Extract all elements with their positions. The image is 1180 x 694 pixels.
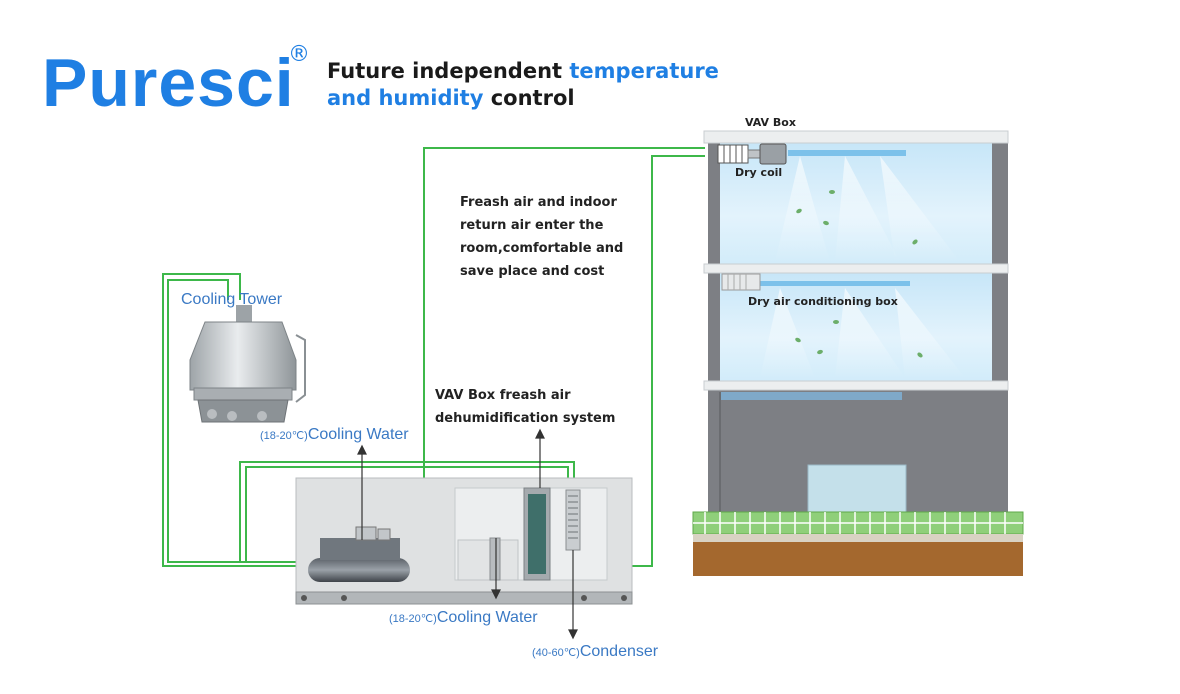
chiller-control-box — [355, 526, 377, 541]
cooling-water-top-label: (18-20℃)Cooling Water — [260, 426, 409, 444]
cooling-water-top-range: (18-20℃) — [260, 430, 308, 442]
fresh-air-note: Freash air and indoor return air enter t… — [460, 191, 690, 283]
ahu-fan-section — [457, 539, 519, 581]
air-beam-icon — [760, 288, 815, 378]
chiller-compressor — [320, 538, 400, 560]
air-beam-icon — [775, 156, 830, 262]
leaf-icons — [795, 190, 923, 358]
air-beam-icon — [835, 288, 905, 378]
fresh-air-note-line: return air enter the — [460, 218, 604, 233]
cooling-tower-label: Cooling Tower — [181, 291, 283, 308]
dry-air-box-unit — [721, 273, 761, 291]
fence-posts — [693, 512, 1023, 534]
tower-basin — [193, 387, 293, 401]
pipe-return-vav — [628, 155, 705, 567]
cooling-water-bottom-label: (18-20℃)Cooling Water — [389, 609, 538, 627]
dry-coil-label: Dry coil — [735, 166, 783, 179]
cooling-water-bottom-range: (18-20℃) — [389, 613, 437, 625]
dry-air-box-label: Dry air conditioning box — [748, 295, 898, 308]
vav-box-label: VAV Box — [745, 116, 796, 129]
headline-line-1: Future independent temperature — [327, 58, 719, 85]
unit-base — [295, 591, 633, 605]
duct-floor-1 — [788, 150, 906, 156]
air-beam-icon — [880, 156, 960, 262]
ahu-coil-glass — [528, 494, 546, 574]
headline-line-1-dark: Future independent — [327, 59, 563, 83]
arrow-head-down-icon — [568, 629, 578, 640]
fresh-air-note-line: Freash air and indoor — [460, 195, 617, 210]
ground-path — [693, 534, 1023, 542]
roof-slab — [703, 130, 1009, 144]
headline-line-2-dark: control — [490, 86, 575, 110]
floor-slab-2 — [703, 263, 1009, 274]
headline-line-1-blue: temperature — [569, 59, 719, 83]
building — [692, 130, 1024, 576]
cooling-tower — [189, 305, 306, 423]
system-note-line: dehumidification system — [435, 411, 616, 426]
arrow-head-up-icon — [357, 444, 367, 455]
arrow-head-up-icon — [535, 428, 545, 439]
fresh-air-note-line: save place and cost — [460, 264, 605, 279]
brand-logo: Puresci — [42, 45, 295, 121]
chiller-cylinder — [308, 558, 410, 582]
floor-slab-3 — [703, 380, 1009, 391]
pipe-tower-return — [167, 279, 300, 563]
flow-arrows — [357, 428, 578, 640]
headline-line-2-blue: and humidity — [327, 86, 484, 110]
cooling-water-bottom-text: Cooling Water — [436, 609, 538, 626]
air-beam-icon — [895, 288, 965, 378]
system-note-line: VAV Box freash air — [435, 388, 571, 403]
condenser-range: (40-60℃) — [532, 647, 580, 659]
chiller-unit — [295, 477, 633, 605]
condenser-text: Condenser — [579, 643, 659, 660]
pipe-loop-outer — [239, 461, 575, 562]
fresh-air-note-line: room,comfortable and — [460, 241, 624, 256]
soil — [693, 542, 1023, 576]
air-beam-icon — [835, 156, 900, 262]
tower-fan-motor — [236, 305, 252, 323]
cooling-water-top-text: Cooling Water — [307, 426, 409, 443]
pipe-tower-supply — [162, 273, 300, 567]
tower-body — [189, 321, 297, 391]
tower-ladder — [295, 334, 306, 403]
vav-box-unit — [717, 144, 749, 164]
dry-coil-unit — [759, 143, 787, 165]
ground-floor-strip — [720, 392, 902, 400]
ground-floor-window — [807, 464, 907, 516]
registered-mark: ® — [288, 42, 310, 67]
duct-floor-2 — [760, 281, 910, 286]
headline-line-2: and humidity control — [327, 85, 575, 112]
arrow-head-down-icon — [491, 589, 501, 600]
system-note: VAV Box freash air dehumidification syst… — [435, 384, 665, 430]
condenser-label: (40-60℃)Condenser — [532, 643, 658, 661]
